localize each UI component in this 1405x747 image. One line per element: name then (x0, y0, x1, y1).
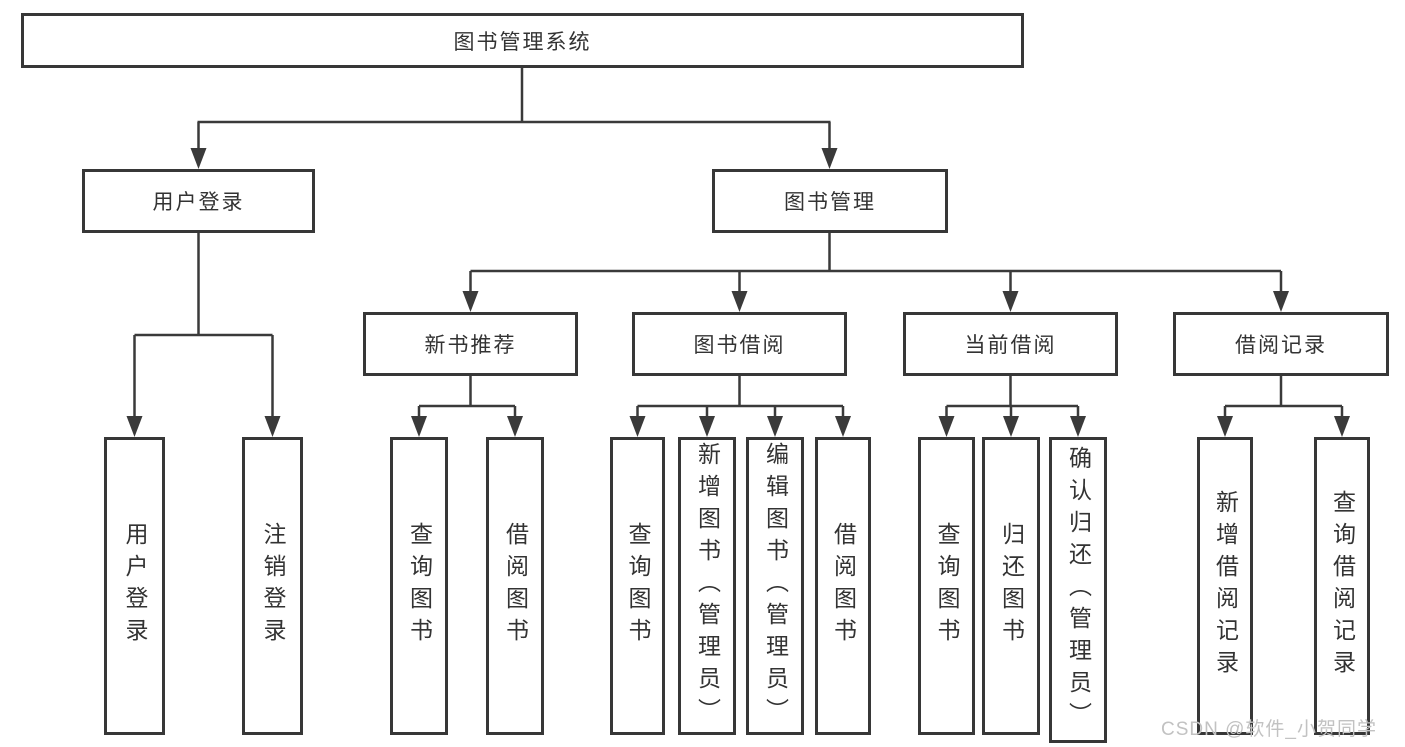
arrow-down-icon (264, 416, 281, 437)
node-book-management: 图书管理 (712, 169, 948, 233)
arrow-down-icon (1003, 416, 1019, 437)
arrow-down-icon (1002, 291, 1019, 312)
arrow-down-icon (938, 416, 955, 437)
node-confirm-return-admin: 确认归还（管理员） (1049, 437, 1107, 743)
arrow-down-icon (507, 416, 523, 437)
node-edit-books-admin: 编辑图书（管理员） (746, 437, 804, 735)
node-query-books-current: 查询图书 (918, 437, 975, 735)
node-book-borrowing: 图书借阅 (632, 312, 847, 376)
node-current-borrowing: 当前借阅 (903, 312, 1118, 376)
arrow-down-icon (411, 416, 427, 437)
node-user-login: 用户登录 (82, 169, 315, 233)
node-borrow-books-borrowing: 借阅图书 (815, 437, 871, 735)
node-add-books-admin: 新增图书（管理员） (678, 437, 736, 735)
arrow-down-icon (835, 416, 851, 437)
node-user-login-leaf: 用户登录 (104, 437, 165, 735)
csdn-watermark: CSDN @软件_小贺同学 (1161, 719, 1377, 740)
arrow-down-icon (821, 148, 838, 169)
node-borrow-books-recommend: 借阅图书 (486, 437, 544, 735)
arrow-down-icon (1070, 416, 1086, 437)
node-logout-leaf: 注销登录 (242, 437, 303, 735)
arrow-down-icon (699, 416, 715, 437)
arrow-down-icon (629, 416, 646, 437)
arrow-down-icon (190, 148, 207, 169)
arrow-down-icon (126, 416, 143, 437)
node-add-borrowing-record: 新增借阅记录 (1197, 437, 1253, 735)
arrow-down-icon (767, 416, 783, 437)
connector-lines (133, 68, 1344, 420)
node-library-management-system: 图书管理系统 (21, 13, 1024, 68)
node-query-books-recommend: 查询图书 (390, 437, 448, 735)
arrow-down-icon (1217, 416, 1233, 437)
arrow-down-icon (731, 291, 748, 312)
arrow-down-icon (1273, 291, 1289, 312)
arrow-down-icon (462, 291, 479, 312)
arrowhead-icons (126, 148, 1350, 437)
node-new-book-recommendation: 新书推荐 (363, 312, 578, 376)
arrow-down-icon (1334, 416, 1350, 437)
node-borrowing-records: 借阅记录 (1173, 312, 1389, 376)
node-query-borrowing-record: 查询借阅记录 (1314, 437, 1370, 735)
node-query-books-borrowing: 查询图书 (610, 437, 665, 735)
node-return-books: 归还图书 (982, 437, 1040, 735)
